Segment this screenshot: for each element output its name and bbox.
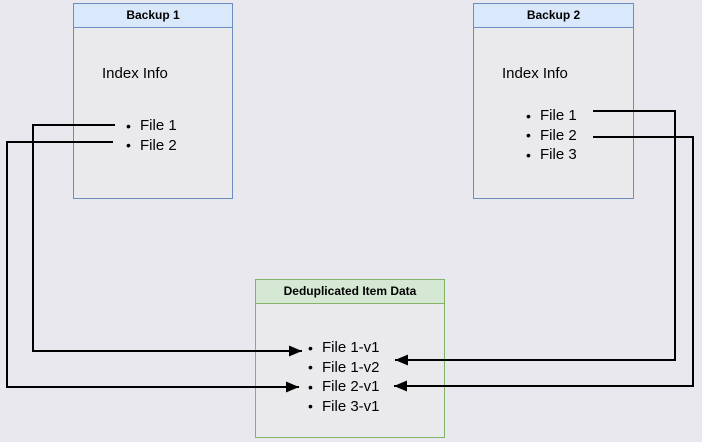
list-item-label: File 1-v2 [322,358,380,376]
list-item: • File 2 [121,136,177,156]
list-item: • File 1 [521,106,577,126]
bullet-icon: • [126,137,131,154]
node-backup1-file-list: • File 1 • File 2 [121,116,177,155]
list-item: • File 2 [521,126,577,146]
bullet-icon: • [126,117,131,134]
list-item: • File 1-v2 [303,358,380,378]
node-backup1-label: Index Info [102,65,168,82]
bullet-icon: • [308,398,313,415]
list-item: • File 3 [521,145,577,165]
node-deduplicated-item-data: Deduplicated Item Data • File 1-v1 • File … [255,279,445,438]
list-item-label: File 2 [140,136,177,154]
bullet-icon: • [308,378,313,395]
list-item-label: File 2 [540,126,577,144]
list-item: • File 1-v1 [303,338,380,358]
list-item-label: File 1-v1 [322,339,380,357]
list-item-label: File 3-v1 [322,397,380,415]
node-backup2: Backup 2 Index Info • File 1 • File 2 • Fil… [473,3,634,199]
node-dedup-file-list: • File 1-v1 • File 1-v2 • File 2-v1 • File 3… [303,338,380,417]
bullet-icon: • [526,107,531,124]
list-item: • File 3-v1 [303,397,380,417]
list-item: • File 2-v1 [303,377,380,397]
list-item-label: File 2-v1 [322,378,380,396]
bullet-icon: • [526,146,531,163]
bullet-icon: • [308,359,313,376]
node-dedup-title: Deduplicated Item Data [256,280,444,304]
node-backup1-title: Backup 1 [74,4,232,28]
bullet-icon: • [308,339,313,356]
node-backup2-file-list: • File 1 • File 2 • File 3 [521,106,577,165]
bullet-icon: • [526,127,531,144]
list-item-label: File 1 [140,117,177,135]
list-item-label: File 3 [540,146,577,164]
node-backup2-title: Backup 2 [474,4,633,28]
list-item: • File 1 [121,116,177,136]
node-backup1: Backup 1 Index Info • File 1 • File 2 [73,3,233,199]
node-backup2-label: Index Info [502,65,568,82]
list-item-label: File 1 [540,107,577,125]
